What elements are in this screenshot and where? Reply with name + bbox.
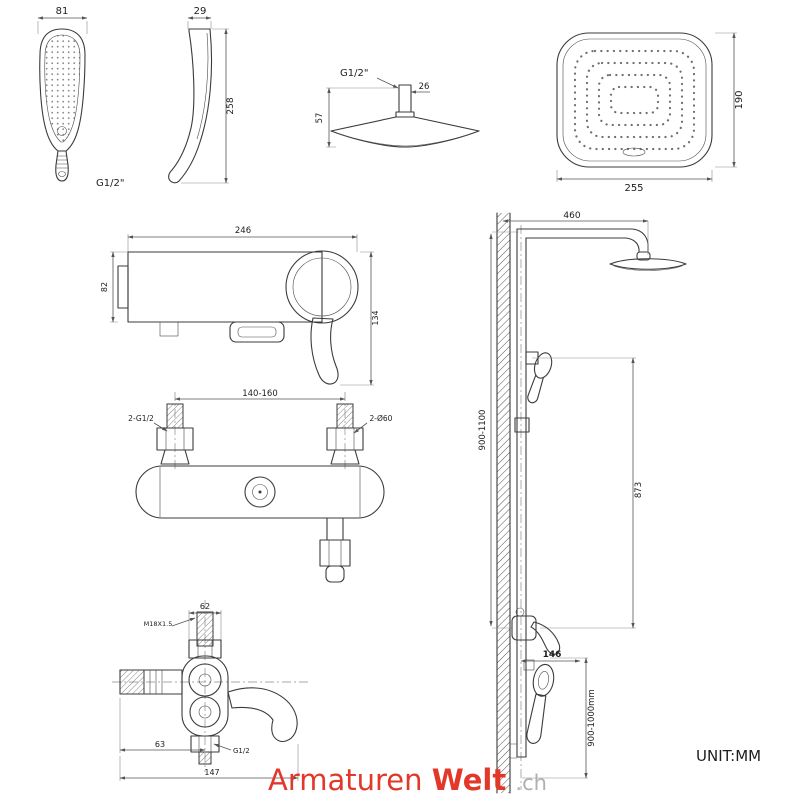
riser-pipe xyxy=(516,228,527,758)
dim-oh-depth: 190 xyxy=(734,90,745,109)
mixer-lever xyxy=(310,317,339,385)
knob-hex xyxy=(319,539,351,567)
shower-column-view: 460 900-1100 873 146 900-1000mm xyxy=(478,211,687,794)
mixer-spout xyxy=(229,321,285,343)
watermark: Armaturen Welt .ch xyxy=(268,763,547,797)
hand-shower-body-outline xyxy=(39,28,86,152)
overhead-top-outline xyxy=(556,32,713,168)
label-mf-escutcheon: 2-Ø60 xyxy=(370,414,393,423)
dim-mx-h-right: 134 xyxy=(371,310,380,325)
dim-oh-stem: 26 xyxy=(419,82,430,92)
overhead-shower-top-view: 255 190 xyxy=(556,32,745,194)
dim-side-width: 29 xyxy=(194,6,207,17)
valve-lever xyxy=(227,687,298,742)
wall-section xyxy=(497,213,510,793)
label-mf-thread: 2-G1/2 xyxy=(128,414,154,423)
dim-col-hose: 900-1000mm xyxy=(587,689,597,746)
hand-shower-docked xyxy=(527,352,553,404)
slider-bracket xyxy=(514,417,530,433)
overhead-shower-disc xyxy=(609,258,687,270)
diverter-dial xyxy=(244,476,276,508)
mixer-top-view: 246 134 82 xyxy=(100,226,380,386)
dim-mx-h-left: 82 xyxy=(100,282,109,292)
dim-col-arm: 460 xyxy=(563,211,580,221)
dim-col-bar: 873 xyxy=(634,482,644,498)
dim-sm-width: 62 xyxy=(200,602,210,611)
shower-arm xyxy=(516,228,649,253)
mixer-handle-base xyxy=(285,250,359,324)
diverter-lever xyxy=(530,621,561,655)
overhead-shower-side-view: G1/2" 26 57 xyxy=(315,68,480,148)
watermark-suffix: .ch xyxy=(515,771,547,795)
hand-shower-side-view: 29 258 xyxy=(168,6,236,184)
hand-shower-hanging xyxy=(526,663,555,744)
hand-shower-front-view: 81 G1/2" xyxy=(37,6,124,189)
dim-side-height: 258 xyxy=(226,97,236,114)
inlet-pipe-left xyxy=(166,403,184,429)
hand-shower-spray-face xyxy=(44,34,81,143)
logo-badge xyxy=(622,147,646,157)
valve-top-pipe xyxy=(196,611,214,647)
label-oh-thread: G1/2" xyxy=(340,68,368,79)
watermark-main: Armaturen xyxy=(268,763,423,797)
dim-mf-spacing: 140-160 xyxy=(242,389,278,399)
dim-col-reach: 146 xyxy=(543,650,562,660)
dim-oh-width: 255 xyxy=(624,183,643,194)
inlet-pipe-right xyxy=(336,403,354,429)
label-sm-thread-bottom: G1/2 xyxy=(233,747,250,755)
mixer-front-view: 140-160 2-G1/2 2-Ø60 xyxy=(128,389,393,583)
watermark-bold: Welt xyxy=(432,763,507,797)
diverter-valve xyxy=(511,615,537,641)
dim-oh-height: 57 xyxy=(315,113,325,124)
shower-mixer-valve-view: 62 M18X1.5 G1/2 63 147 xyxy=(112,600,310,781)
dim-mx-width: 246 xyxy=(235,226,251,236)
overhead-shower-profile xyxy=(330,116,480,148)
dim-hand-width: 81 xyxy=(56,6,69,17)
mixer-front-body xyxy=(135,465,385,519)
unit-label: UNIT:MM xyxy=(696,747,761,765)
dim-sm-offset: 63 xyxy=(155,740,165,749)
hand-shower-side-outline xyxy=(168,28,213,184)
label-sm-thread-top: M18X1.5 xyxy=(144,620,173,628)
dim-col-height: 900-1100 xyxy=(478,410,488,451)
dim-sm-total: 147 xyxy=(204,768,219,777)
label-hand-thread: G1/2" xyxy=(96,178,124,189)
